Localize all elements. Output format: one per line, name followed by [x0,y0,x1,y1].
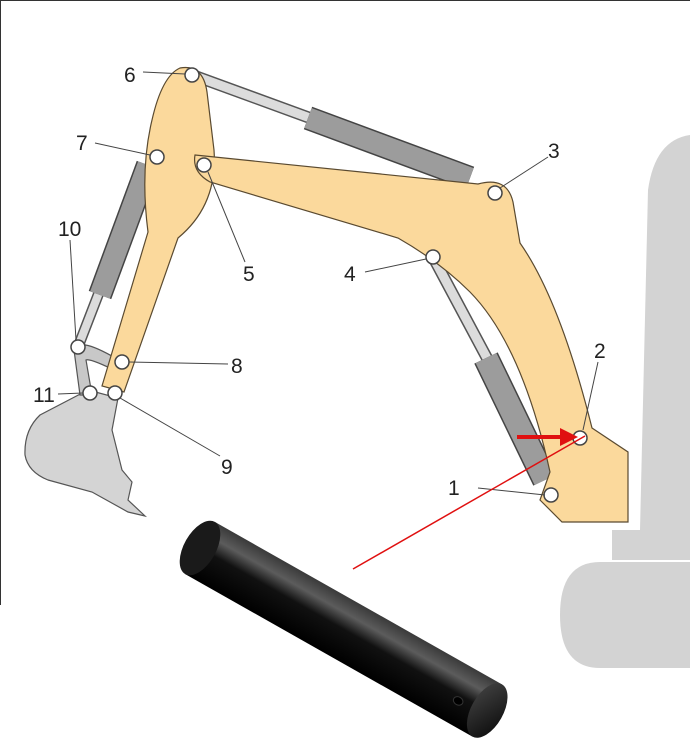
pin-8 [114,354,130,370]
label-11: 11 [33,384,55,407]
pin-4 [425,249,441,265]
pin-5 [196,157,212,173]
main-boom [193,154,629,523]
bucket-cylinder [72,160,160,349]
label-2: 2 [594,340,606,363]
boom-lift-cylinder [427,254,557,486]
label-7: 7 [76,132,88,155]
leader-lines [57,71,599,496]
bucket [24,389,148,518]
pivot-pins [70,67,588,503]
highlight-pointer-line [352,435,586,570]
pin-11 [82,385,98,401]
label-6: 6 [124,64,136,87]
pin-3 [487,185,503,201]
label-1: 1 [448,477,460,500]
highlight-arrow [517,428,578,446]
cab-seat-silhouette [560,135,690,668]
label-8: 8 [231,355,243,378]
label-5: 5 [243,263,255,286]
pin-labels: 1 2 3 4 5 6 7 8 9 10 11 [33,64,606,500]
label-3: 3 [548,140,560,163]
label-4: 4 [344,263,356,286]
pin-6 [184,67,200,83]
pin-10 [70,339,86,355]
label-10: 10 [58,218,81,241]
label-9: 9 [221,456,233,479]
pin-product-image [179,520,508,738]
pin-1 [543,487,559,503]
boom-upper-cylinder [189,70,475,190]
pin-7 [149,149,165,165]
pin-9 [107,385,123,401]
dipper-arm [101,66,215,393]
